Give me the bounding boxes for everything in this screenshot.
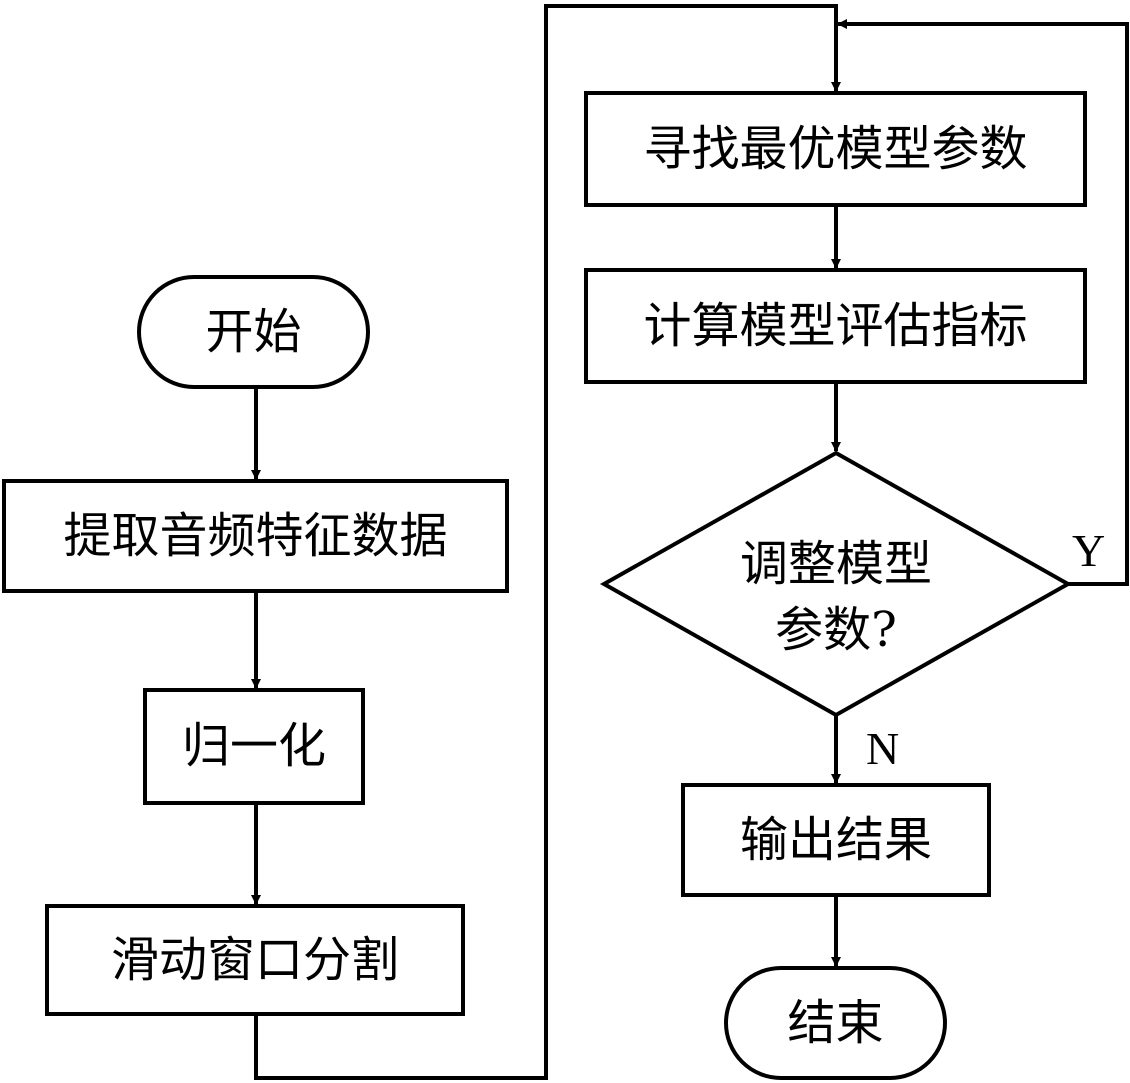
window-box-shape (45, 904, 465, 1016)
normalize-label: 归一化 (181, 718, 326, 775)
normalize-box-shape (143, 688, 365, 805)
end-label: 结束 (787, 994, 884, 1051)
edge-label-no: N (866, 723, 900, 774)
extract-box-shape (2, 479, 509, 593)
decision-label-line1: 调整模型 (739, 535, 932, 592)
evaluate-metrics-label: 计算模型评估指标 (643, 297, 1028, 354)
start-label: 开始 (205, 303, 302, 360)
sliding-window-label: 滑动窗口分割 (110, 931, 399, 988)
end-terminal-shape (724, 966, 947, 1080)
search-params-label: 寻找最优模型参数 (643, 120, 1028, 177)
output-box-shape (681, 783, 991, 897)
output-result-label: 输出结果 (739, 811, 932, 868)
edge-label-yes: Y (1072, 525, 1106, 576)
decision-label-line2: 参数? (775, 601, 897, 658)
extract-features-label: 提取音频特征数据 (63, 507, 448, 564)
arrow-window-to-search (254, 4, 841, 1080)
start-terminal-shape (137, 275, 370, 389)
arrow-decision-yes-loop (837, 19, 1129, 586)
